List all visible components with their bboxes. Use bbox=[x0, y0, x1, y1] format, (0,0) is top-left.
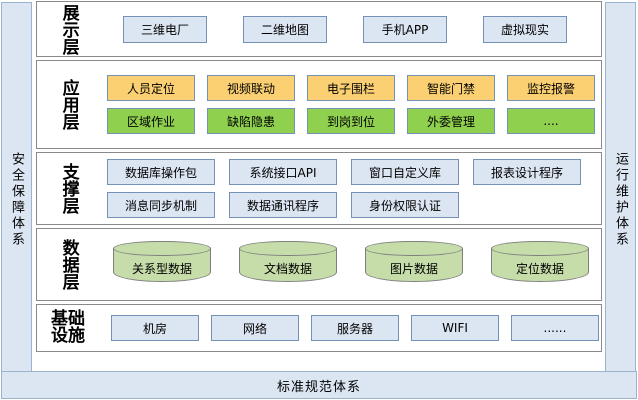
node-app-more[interactable]: .... bbox=[507, 108, 595, 134]
layer-data-body: 关系型数据 文档数据 图片数据 定位数据 bbox=[99, 229, 601, 300]
node-support-data-communication-program[interactable]: 数据通讯程序 bbox=[229, 192, 337, 218]
node-infra-machine-room[interactable]: 机房 bbox=[111, 315, 199, 341]
cylinder-relational-data-label: 关系型数据 bbox=[131, 261, 192, 276]
layer-display: 展示层 三维电厂 二维地图 手机APP 虚拟现实 bbox=[36, 1, 602, 57]
layer-stack: 展示层 三维电厂 二维地图 手机APP 虚拟现实 应用层 人员定位 视频联动 bbox=[36, 1, 602, 367]
node-infra-more[interactable]: ...... bbox=[511, 315, 599, 341]
layer-application: 应用层 人员定位 视频联动 电子围栏 智能门禁 监控报警 区域作业 缺陷隐患 到… bbox=[36, 60, 602, 149]
layer-application-row-2: 区域作业 缺陷隐患 到岗到位 外委管理 .... bbox=[99, 108, 597, 134]
cylinder-top-ellipse bbox=[491, 241, 589, 256]
node-support-identity-authorization[interactable]: 身份权限认证 bbox=[351, 192, 459, 218]
node-display-3d-plant[interactable]: 三维电厂 bbox=[123, 15, 207, 43]
layer-infrastructure-row-1: 机房 网络 服务器 WIFI ...... bbox=[99, 315, 599, 341]
node-support-database-toolkit[interactable]: 数据库操作包 bbox=[107, 159, 215, 185]
layer-data-row-1: 关系型数据 文档数据 图片数据 定位数据 bbox=[99, 241, 597, 288]
cylinder-document-data-label: 文档数据 bbox=[263, 261, 312, 276]
cylinder-document-data[interactable]: 文档数据 bbox=[239, 241, 337, 288]
layer-application-label-cell: 应用层 bbox=[37, 79, 99, 130]
node-app-defect-hazard[interactable]: 缺陷隐患 bbox=[207, 108, 295, 134]
node-display-virtual-reality[interactable]: 虚拟现实 bbox=[483, 15, 567, 43]
layer-support: 支撑层 数据库操作包 系统接口API 窗口自定义库 报表设计程序 消息同步机制 … bbox=[36, 152, 602, 225]
cylinder-positioning-data-label: 定位数据 bbox=[515, 261, 564, 276]
node-infra-server[interactable]: 服务器 bbox=[311, 315, 399, 341]
cylinder-top-ellipse bbox=[365, 241, 463, 256]
layer-infrastructure-body: 机房 网络 服务器 WIFI ...... bbox=[99, 305, 603, 351]
node-app-monitoring-alarm[interactable]: 监控报警 bbox=[507, 75, 595, 101]
layer-infrastructure-label-line2: 设施 bbox=[51, 326, 85, 346]
cylinder-image-data-label: 图片数据 bbox=[389, 261, 438, 276]
layer-infrastructure-label-cell: 基础 设施 bbox=[37, 311, 99, 345]
layer-display-label-cell: 展示层 bbox=[37, 4, 99, 55]
node-app-smart-access-control[interactable]: 智能门禁 bbox=[407, 75, 495, 101]
node-support-message-sync-mechanism[interactable]: 消息同步机制 bbox=[107, 192, 215, 218]
layer-application-row-1: 人员定位 视频联动 电子围栏 智能门禁 监控报警 bbox=[99, 75, 597, 101]
layer-data: 数据层 关系型数据 文档数据 bbox=[36, 228, 602, 301]
node-infra-wifi[interactable]: WIFI bbox=[411, 315, 499, 341]
bottom-bar-standards-system: 标准规范体系 bbox=[1, 371, 637, 399]
layer-support-body: 数据库操作包 系统接口API 窗口自定义库 报表设计程序 消息同步机制 数据通讯… bbox=[99, 153, 601, 224]
left-pillar-security-system: 安全保障体系 bbox=[1, 2, 32, 398]
node-app-video-linkage[interactable]: 视频联动 bbox=[207, 75, 295, 101]
node-support-report-design-program[interactable]: 报表设计程序 bbox=[473, 159, 581, 185]
layer-display-body: 三维电厂 二维地图 手机APP 虚拟现实 bbox=[99, 2, 601, 56]
layer-infrastructure-label-wrap: 基础 设施 bbox=[51, 311, 85, 345]
layer-application-body: 人员定位 视频联动 电子围栏 智能门禁 监控报警 区域作业 缺陷隐患 到岗到位 … bbox=[99, 61, 601, 148]
node-support-system-interface-api[interactable]: 系统接口API bbox=[229, 159, 337, 185]
layer-display-row-1: 三维电厂 二维地图 手机APP 虚拟现实 bbox=[99, 15, 597, 43]
node-app-on-post-on-duty[interactable]: 到岗到位 bbox=[307, 108, 395, 134]
cylinder-top-ellipse bbox=[113, 241, 211, 256]
node-display-2d-map[interactable]: 二维地图 bbox=[243, 15, 327, 43]
right-pillar-operations-system: 运行维护体系 bbox=[605, 2, 636, 398]
node-display-mobile-app[interactable]: 手机APP bbox=[363, 15, 447, 43]
layer-support-row-2: 消息同步机制 数据通讯程序 身份权限认证 bbox=[99, 192, 597, 218]
cylinder-positioning-data[interactable]: 定位数据 bbox=[491, 241, 589, 288]
layer-data-label: 数据层 bbox=[58, 239, 79, 290]
left-pillar-label: 安全保障体系 bbox=[9, 152, 24, 248]
layer-data-label-cell: 数据层 bbox=[37, 239, 99, 290]
node-infra-network[interactable]: 网络 bbox=[211, 315, 299, 341]
layer-support-label-cell: 支撑层 bbox=[37, 163, 99, 214]
cylinder-image-data[interactable]: 图片数据 bbox=[365, 241, 463, 288]
layer-application-label: 应用层 bbox=[58, 79, 79, 130]
layer-support-row-1: 数据库操作包 系统接口API 窗口自定义库 报表设计程序 bbox=[99, 159, 597, 185]
cylinder-top-ellipse bbox=[239, 241, 337, 256]
layer-support-label: 支撑层 bbox=[58, 163, 79, 214]
node-app-outsourcing-management[interactable]: 外委管理 bbox=[407, 108, 495, 134]
bottom-bar-label: 标准规范体系 bbox=[276, 379, 361, 395]
layer-display-label: 展示层 bbox=[58, 3, 79, 55]
layer-infrastructure-label-line1: 基础 bbox=[51, 309, 85, 329]
layer-infrastructure: 基础 设施 机房 网络 服务器 WIFI ...... bbox=[36, 304, 602, 352]
cylinder-relational-data[interactable]: 关系型数据 bbox=[113, 241, 211, 288]
node-app-personnel-positioning[interactable]: 人员定位 bbox=[107, 75, 195, 101]
node-support-window-custom-library[interactable]: 窗口自定义库 bbox=[351, 159, 459, 185]
right-pillar-label: 运行维护体系 bbox=[613, 152, 628, 248]
node-app-area-operation[interactable]: 区域作业 bbox=[107, 108, 195, 134]
node-app-electronic-fence[interactable]: 电子围栏 bbox=[307, 75, 395, 101]
